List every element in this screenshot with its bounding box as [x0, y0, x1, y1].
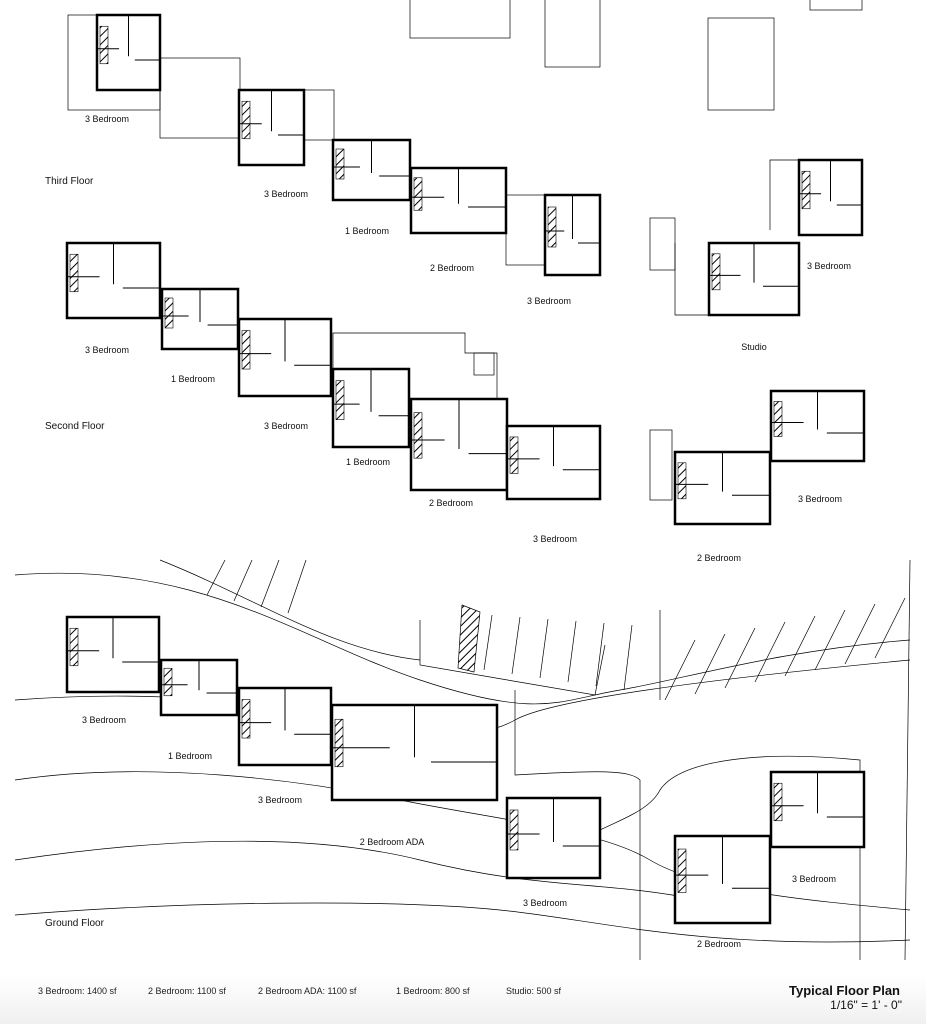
- unit-label: 3 Bedroom: [807, 261, 851, 271]
- parking-stall-line: [784, 615, 816, 677]
- stair: [335, 148, 345, 180]
- parking-stall-line: [664, 639, 696, 701]
- stair: [99, 25, 109, 65]
- stair: [241, 330, 251, 370]
- parking-stall-line: [511, 616, 521, 675]
- unit-label: Studio: [741, 342, 767, 352]
- unit-label: 3 Bedroom: [85, 114, 129, 124]
- unit-label: 3 Bedroom: [527, 296, 571, 306]
- stair: [711, 253, 721, 291]
- stair: [164, 297, 174, 329]
- legend-item: Studio: 500 sf: [506, 986, 562, 996]
- parking-stall-line: [814, 609, 846, 671]
- stair: [413, 412, 423, 459]
- unit-label: 3 Bedroom: [798, 494, 842, 504]
- parking-stall-line: [874, 597, 906, 659]
- parking-stall-line: [539, 618, 549, 679]
- floor-label-ground: Ground Floor: [45, 918, 105, 929]
- unit-label: 2 Bedroom: [697, 553, 741, 563]
- legend-item: 3 Bedroom: 1400 sf: [38, 986, 117, 996]
- parking-stall-line: [287, 559, 307, 614]
- stair: [509, 436, 519, 474]
- stair: [547, 206, 557, 248]
- unit-plans: [65, 13, 866, 925]
- unit-label: 2 Bedroom: [429, 498, 473, 508]
- parking-stall-line: [623, 624, 633, 691]
- legend-item: 1 Bedroom: 800 sf: [396, 986, 470, 996]
- stair: [773, 401, 783, 437]
- parking-stall-line: [844, 603, 876, 665]
- unit-label: 3 Bedroom: [533, 534, 577, 544]
- stair: [677, 848, 687, 893]
- parking-stall-line: [233, 559, 253, 602]
- unit-label: 3 Bedroom: [264, 421, 308, 431]
- floor-label-third: Third Floor: [45, 176, 94, 187]
- stair: [241, 100, 251, 140]
- unit-label: 2 Bedroom: [430, 263, 474, 273]
- stair: [773, 782, 783, 822]
- stair: [509, 809, 519, 851]
- stair: [163, 667, 173, 697]
- unit-label: 1 Bedroom: [171, 374, 215, 384]
- stair: [241, 699, 251, 739]
- legend-item: 2 Bedroom ADA: 1100 sf: [258, 986, 357, 996]
- stair: [677, 462, 687, 500]
- parking-stall-line: [754, 621, 786, 683]
- unit-label: 3 Bedroom: [523, 898, 567, 908]
- unit-label: 1 Bedroom: [168, 751, 212, 761]
- floor-label-second: Second Floor: [45, 421, 105, 432]
- unit-label: 1 Bedroom: [346, 457, 390, 467]
- floor-plan-drawing: Third Floor Second Floor Ground Floor 3 …: [14, 0, 911, 961]
- parking-stall-line: [595, 622, 605, 687]
- parking-stall-line: [483, 614, 493, 671]
- legend-item: 2 Bedroom: 1100 sf: [148, 986, 226, 996]
- drawing-scale: 1/16" = 1' - 0": [830, 998, 902, 1012]
- parking-stall-line: [724, 627, 756, 689]
- unit-label: 3 Bedroom: [792, 874, 836, 884]
- parking-stall-line: [206, 559, 226, 596]
- parking-stall-line: [567, 620, 577, 683]
- parking-stall-line: [260, 559, 280, 608]
- unit-label: 2 Bedroom: [697, 939, 741, 949]
- drawing-title: Typical Floor Plan: [788, 983, 900, 998]
- parking-stall-line: [694, 633, 726, 695]
- stair: [413, 177, 423, 211]
- unit-label: 3 Bedroom: [85, 345, 129, 355]
- stair: [334, 718, 344, 768]
- unit-label: 2 Bedroom ADA: [360, 837, 425, 847]
- stair: [801, 170, 811, 210]
- unit-label: 3 Bedroom: [258, 795, 302, 805]
- unit-label: 3 Bedroom: [264, 189, 308, 199]
- stair: [69, 627, 79, 667]
- footer-legend: 3 Bedroom: 1400 sf 2 Bedroom: 1100 sf 2 …: [0, 975, 926, 1024]
- stair: [335, 380, 345, 421]
- unit-label: 3 Bedroom: [82, 715, 126, 725]
- stair: [69, 253, 79, 293]
- unit-label: 1 Bedroom: [345, 226, 389, 236]
